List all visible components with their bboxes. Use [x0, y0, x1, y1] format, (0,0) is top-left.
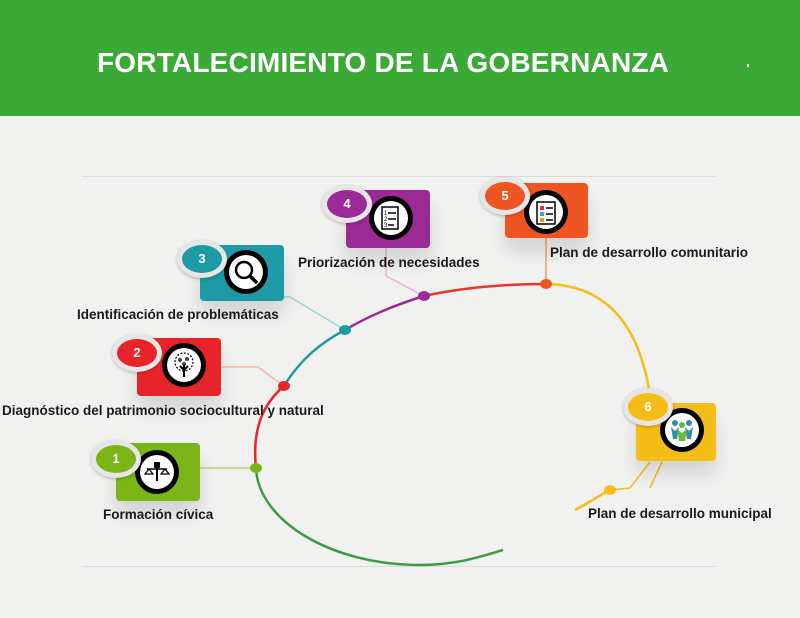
step-3-badge: 3 — [177, 240, 227, 278]
step-4-label: Priorización de necesidades — [298, 255, 480, 270]
magnifier-icon — [224, 250, 268, 294]
step-5-badge: 5 — [480, 177, 530, 215]
checklist-clipboard-icon — [524, 190, 568, 234]
header-banner: FORTALECIMIENTO DE LA GOBERNANZA — [0, 0, 800, 116]
step-2-badge: 2 — [112, 334, 162, 372]
svg-text:3: 3 — [384, 223, 388, 229]
step-6-badge: 6 — [623, 388, 673, 426]
step-4-badge: 4 — [322, 185, 372, 223]
step-6-label: Plan de desarrollo municipal — [588, 506, 772, 521]
step-5-label: Plan de desarrollo comunitario — [550, 245, 749, 260]
step-3-label: Identificación de problemáticas — [77, 307, 279, 322]
page-title: FORTALECIMIENTO DE LA GOBERNANZA — [97, 47, 670, 78]
bottom-divider — [82, 566, 716, 567]
decorative-dot — [747, 64, 749, 67]
tree-icon — [162, 343, 206, 387]
svg-text:2: 2 — [384, 217, 388, 223]
svg-text:1: 1 — [384, 211, 388, 217]
step-1-badge: 1 — [91, 440, 141, 478]
step-1-label: Formación cívica — [103, 507, 214, 522]
top-divider — [82, 176, 716, 177]
step-2-label: Diagnóstico del patrimonio sociocultural… — [2, 403, 324, 418]
justice-scale-fist-icon — [135, 450, 179, 494]
